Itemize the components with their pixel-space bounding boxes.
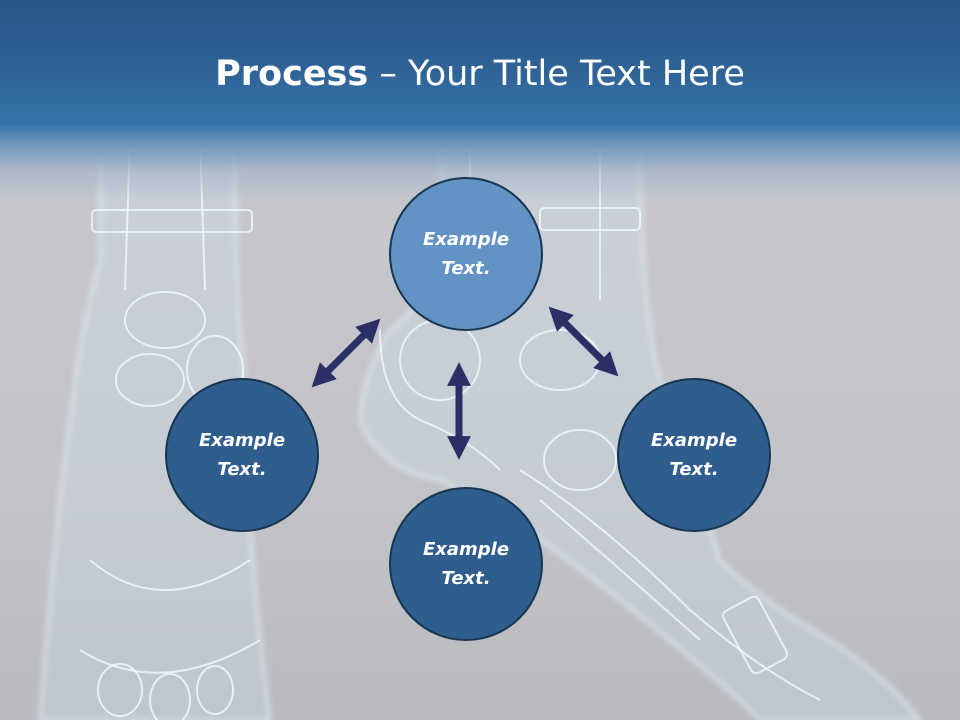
title-rest: – Your Title Text Here — [368, 54, 745, 94]
node-left-line1: Example — [198, 430, 286, 451]
slide-title: Process – Your Title Text Here — [0, 50, 960, 98]
title-bar — [0, 0, 960, 200]
node-right-line2: Text. — [669, 459, 719, 480]
process-node-top: Example Text. — [389, 177, 543, 331]
node-bottom-line1: Example — [422, 539, 510, 560]
process-node-bottom: Example Text. — [389, 487, 543, 641]
node-bottom-line2: Text. — [441, 568, 491, 589]
process-node-right: Example Text. — [617, 378, 771, 532]
process-node-left: Example Text. — [165, 378, 319, 532]
node-right-line1: Example — [650, 430, 738, 451]
arrow-top-right — [548, 306, 619, 377]
arrow-top-left — [311, 318, 381, 388]
node-top-line2: Text. — [441, 258, 491, 279]
node-top-line1: Example — [422, 229, 510, 250]
node-left-line2: Text. — [217, 459, 267, 480]
title-bold: Process — [215, 54, 369, 94]
